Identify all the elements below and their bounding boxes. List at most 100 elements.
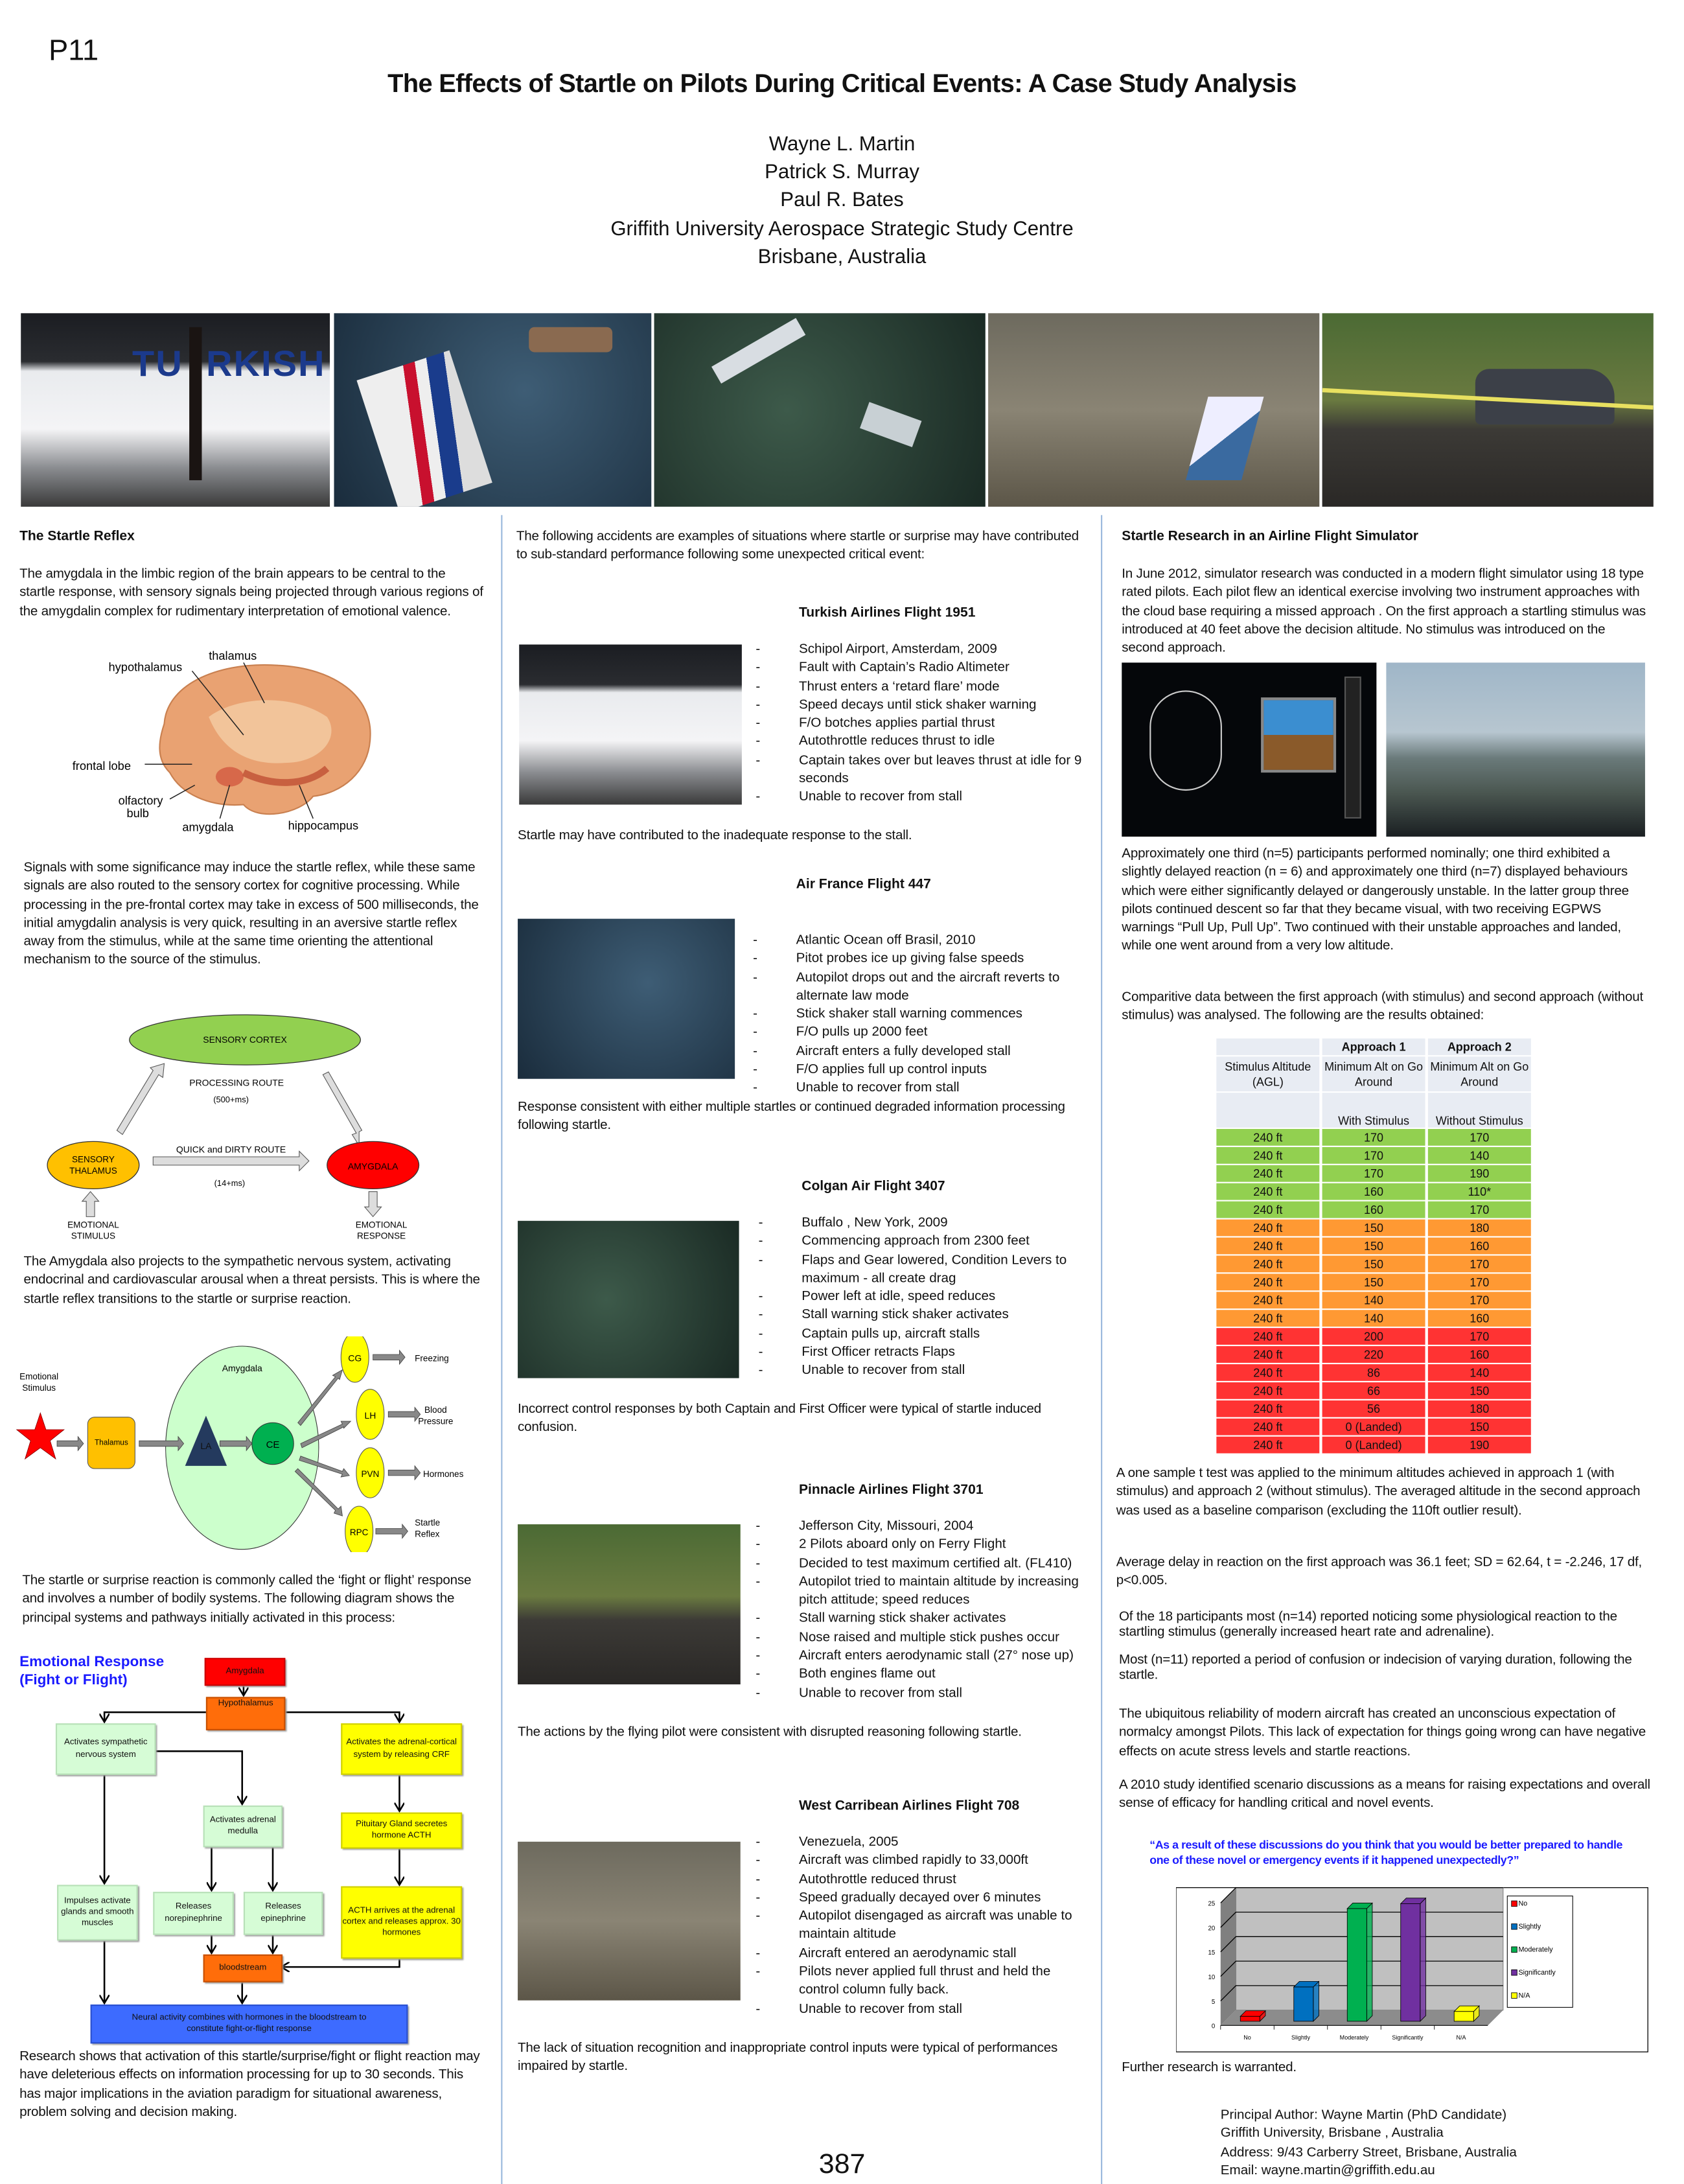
table-cell: 180 bbox=[1427, 1400, 1531, 1417]
amygdala-node bbox=[327, 1141, 420, 1190]
list-item: -Unable to recover from stall bbox=[759, 1362, 1093, 1381]
cg-label: CG bbox=[348, 1353, 362, 1364]
principal-author: Principal Author: Wayne Martin (PhD Cand… bbox=[1220, 2108, 1507, 2123]
list-item: -Stall warning stick shaker activates bbox=[759, 1307, 1093, 1325]
table-cell: 170 bbox=[1427, 1292, 1531, 1309]
adrenal-medulla-box: Activates adrenal medulla bbox=[203, 1805, 283, 1848]
x-tick-label: Slightly bbox=[1291, 2034, 1311, 2041]
list-item: -Unable to recover from stall bbox=[753, 1080, 1087, 1098]
x-tick-label: Significantly bbox=[1392, 2034, 1424, 2041]
paragraph: The startle or surprise reaction is comm… bbox=[22, 1573, 472, 1625]
list-item: -Unable to recover from stall bbox=[755, 1684, 1090, 1702]
table-cell: 150 bbox=[1322, 1219, 1425, 1237]
table-cell: 170 bbox=[1322, 1165, 1425, 1182]
bullet-dash: - bbox=[755, 734, 761, 750]
bullet-text: Stick shaker stall warning commences bbox=[796, 1006, 1022, 1023]
bullet-text: Captain takes over but leaves thrust at … bbox=[798, 752, 1082, 787]
bullet-text: Unable to recover from stall bbox=[802, 1363, 965, 1379]
hippocampus-region bbox=[242, 765, 330, 786]
bar bbox=[1240, 2016, 1260, 2022]
pvn-node bbox=[356, 1447, 385, 1498]
rpc-output-label-1: Startle bbox=[415, 1518, 440, 1528]
bullet-text: Fault with Captain’s Radio Altimeter bbox=[798, 660, 1009, 676]
sympathetic-box: Activates sympathetic nervous system bbox=[55, 1723, 156, 1775]
poster-id: P11 bbox=[49, 34, 99, 67]
thalamus-node bbox=[87, 1417, 135, 1469]
amygdala-label: AMYGDALA bbox=[348, 1161, 398, 1171]
bullet-text: Both engines flame out bbox=[798, 1666, 936, 1682]
quick-route-arrow bbox=[152, 1150, 310, 1172]
table-cell: 240 ft bbox=[1216, 1310, 1320, 1327]
list-item: -Autopilot drops out and the aircraft re… bbox=[753, 968, 1087, 1005]
table-header-cell: With Stimulus bbox=[1322, 1093, 1425, 1128]
list-item: -Captain takes over but leaves thrust at… bbox=[755, 751, 1090, 788]
bullet-text: Nose raised and multiple stick pushes oc… bbox=[798, 1629, 1059, 1645]
x-tick-label: No bbox=[1243, 2034, 1251, 2041]
bullet-text: Autopilot tried to maintain altitude by … bbox=[798, 1574, 1079, 1609]
accident-facts: -Atlantic Ocean off Brasil, 2010-Pitot p… bbox=[753, 931, 1087, 1098]
table-cell: 140 bbox=[1322, 1292, 1425, 1309]
bullet-text: Unable to recover from stall bbox=[798, 1685, 962, 1701]
acth-box: ACTH arrives at the adrenal cortex and r… bbox=[341, 1886, 463, 1959]
legend-swatch bbox=[1511, 1946, 1517, 1953]
bullet-dash: - bbox=[755, 1574, 761, 1590]
bullet-dash: - bbox=[755, 2001, 761, 2017]
table-cell: 240 ft bbox=[1216, 1346, 1320, 1363]
table-cell: 220 bbox=[1322, 1346, 1425, 1363]
cg-output-label: Freezing bbox=[415, 1354, 449, 1364]
contact-block: Principal Author: Wayne Martin (PhD Cand… bbox=[1221, 2106, 1517, 2180]
bullet-text: F/O pulls up 2000 feet bbox=[796, 1025, 928, 1041]
airline-livery-lettering: TU RKISH bbox=[132, 342, 326, 384]
bullet-text: Unable to recover from stall bbox=[796, 1080, 960, 1097]
norepinephrine-box: Releases norepinephrine bbox=[153, 1892, 234, 1935]
label-hippocampus: hippocampus bbox=[288, 819, 359, 832]
accident-photo bbox=[518, 1524, 741, 1685]
list-item: -F/O botches applies partial thrust bbox=[755, 714, 1090, 733]
bullet-dash: - bbox=[755, 1629, 761, 1645]
bullet-dash: - bbox=[755, 1909, 761, 1924]
list-item: - Autopilot tried to maintain altitude by… bbox=[755, 1573, 1090, 1610]
contact-email[interactable]: Email: wayne.martin@griffith.edu.au bbox=[1220, 2163, 1435, 2179]
list-item: -Commencing approach from 2300 feet bbox=[759, 1233, 1093, 1251]
table-cell: 170 bbox=[1322, 1146, 1425, 1164]
lh-output-label-1: Blood bbox=[424, 1405, 447, 1415]
pvn-label: PVN bbox=[361, 1469, 379, 1479]
table-cell: 240 ft bbox=[1216, 1436, 1320, 1454]
table-header-cell: Minimum Alt on Go Around bbox=[1427, 1056, 1531, 1092]
bullet-dash: - bbox=[755, 789, 761, 806]
bullet-dash: - bbox=[755, 1648, 761, 1664]
author-name: Wayne L. Martin bbox=[768, 134, 916, 156]
x-tick-label: N/A bbox=[1456, 2034, 1466, 2041]
table-header-cell bbox=[1216, 1093, 1320, 1128]
y-tick-label: 10 bbox=[1208, 1974, 1215, 1981]
bullet-text: Stall warning stick shaker activates bbox=[798, 1611, 1006, 1627]
author-name: Patrick S. Murray bbox=[765, 161, 919, 184]
flowchart-title-line: Emotional Response bbox=[19, 1653, 165, 1671]
table-cell: 240 ft bbox=[1216, 1292, 1320, 1309]
chart-title: “As a result of these discussions do you… bbox=[1149, 1837, 1623, 1867]
list-item: -Venezuela, 2005 bbox=[755, 1833, 1090, 1852]
author-affiliation: Griffith University Aerospace Strategic … bbox=[610, 218, 1074, 240]
accident-photo bbox=[518, 918, 735, 1079]
neural-response-box: Neural activity combines with hormones i… bbox=[90, 2004, 408, 2044]
paragraph: Research shows that activation of this s… bbox=[19, 2049, 480, 2120]
table-cell: 240 ft bbox=[1216, 1201, 1320, 1218]
paragraph: The Amygdala also projects to the sympat… bbox=[23, 1254, 481, 1307]
paragraph: Approximately one third (n=5) participan… bbox=[1122, 846, 1629, 955]
bullet-text: Schipol Airport, Amsterdam, 2009 bbox=[798, 642, 997, 657]
list-item: -Pilots never applied full thrust and he… bbox=[755, 1963, 1090, 2000]
list-item: -Aircraft entered an aerodynamic stall bbox=[755, 1944, 1090, 1963]
t-test-result: Average delay in reaction on the first a… bbox=[1116, 1555, 1643, 1589]
author-block: Wayne L. Martin Patrick S. Murray Paul R… bbox=[0, 131, 1684, 272]
accident-heading: Colgan Air Flight 3407 bbox=[802, 1179, 945, 1194]
